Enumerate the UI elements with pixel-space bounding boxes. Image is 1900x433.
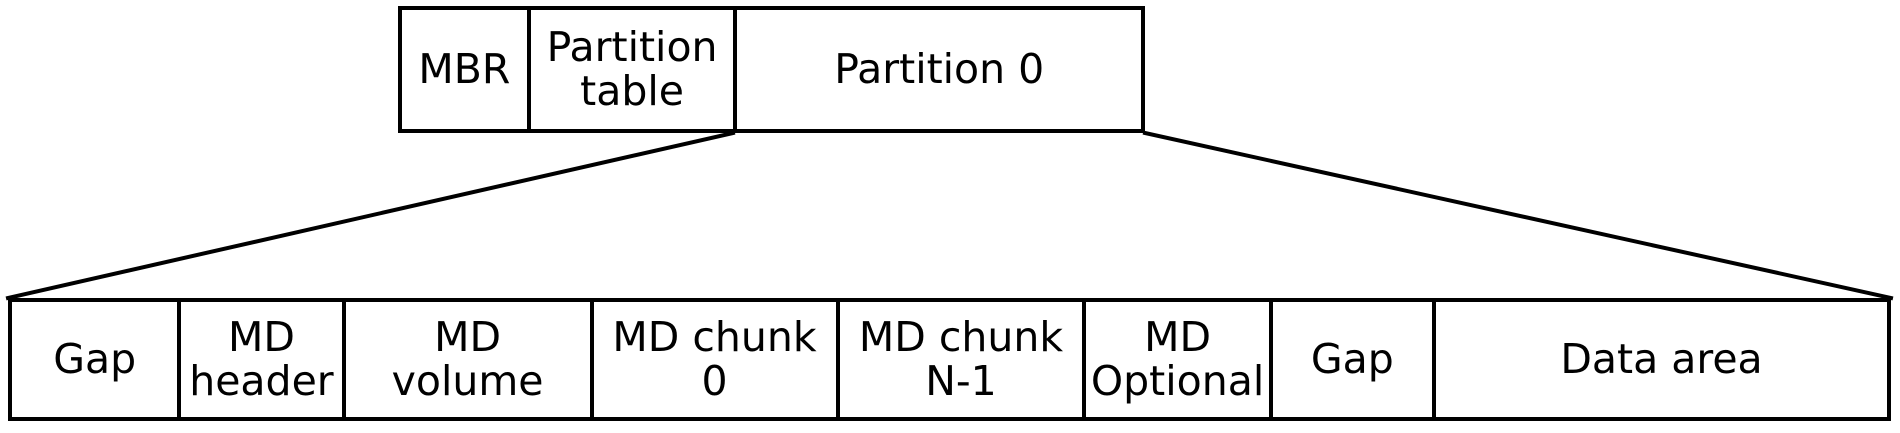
block-gap-trailing: Gap xyxy=(1268,302,1432,417)
block-data-area: Data area xyxy=(1432,302,1887,417)
disk-layout-row: MBR Partition table Partition 0 xyxy=(398,6,1145,133)
block-mbr: MBR xyxy=(418,44,511,93)
expansion-line-right xyxy=(1142,130,1894,301)
block-gap-leading: Gap xyxy=(53,334,137,383)
block-partition-table: Partition table xyxy=(526,10,734,129)
block-md-header: MD header xyxy=(177,302,341,417)
expansion-line-left xyxy=(5,130,736,301)
block-md-chunk-0: MD chunk 0 xyxy=(589,302,836,417)
block-partition-0: Partition 0 xyxy=(733,10,1141,129)
partition-0-detail-row: Gap MD header MD volume MD chunk 0 MD ch… xyxy=(8,298,1891,421)
block-md-chunk-n-1: MD chunk N-1 xyxy=(835,302,1083,417)
block-md-optional: MD Optional xyxy=(1082,302,1268,417)
block-md-volume: MD volume xyxy=(341,302,590,417)
